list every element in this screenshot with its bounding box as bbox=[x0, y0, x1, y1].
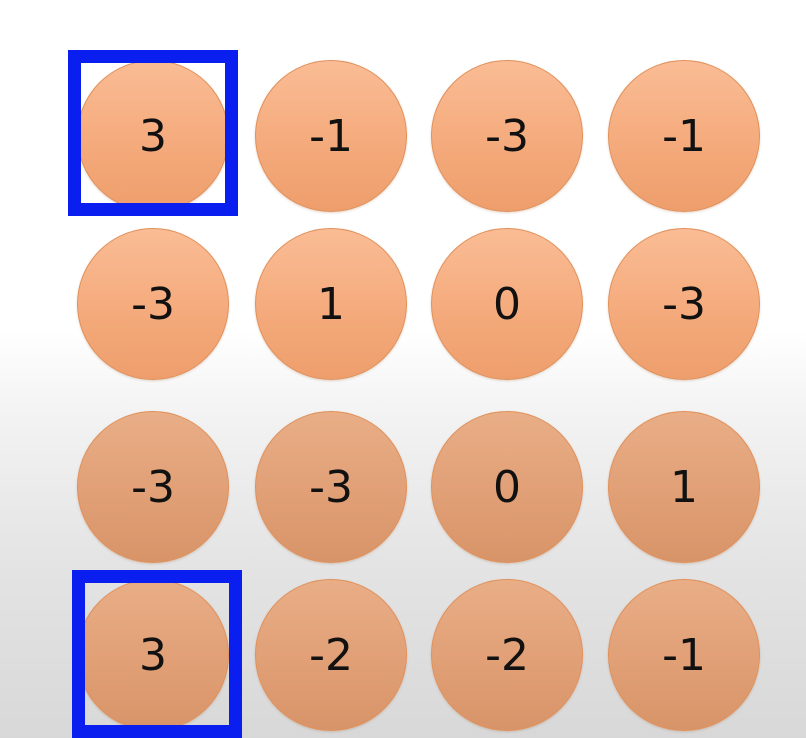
grid-cell: -3 bbox=[77, 411, 229, 563]
grid-cell: 1 bbox=[255, 228, 407, 380]
grid-cell: -1 bbox=[608, 60, 760, 212]
grid-cell: 3 bbox=[77, 60, 229, 212]
grid-cell: -3 bbox=[608, 228, 760, 380]
grid-cell: 3 bbox=[77, 579, 229, 731]
grid-cell: 1 bbox=[608, 411, 760, 563]
grid-cell: -3 bbox=[255, 411, 407, 563]
grid-cell: -2 bbox=[431, 579, 583, 731]
grid-cell: -3 bbox=[431, 60, 583, 212]
grid-cell: 0 bbox=[431, 228, 583, 380]
grid-cell: -2 bbox=[255, 579, 407, 731]
grid-cell: -1 bbox=[255, 60, 407, 212]
grid-cell: -1 bbox=[608, 579, 760, 731]
grid-cell: -3 bbox=[77, 228, 229, 380]
grid-cell: 0 bbox=[431, 411, 583, 563]
